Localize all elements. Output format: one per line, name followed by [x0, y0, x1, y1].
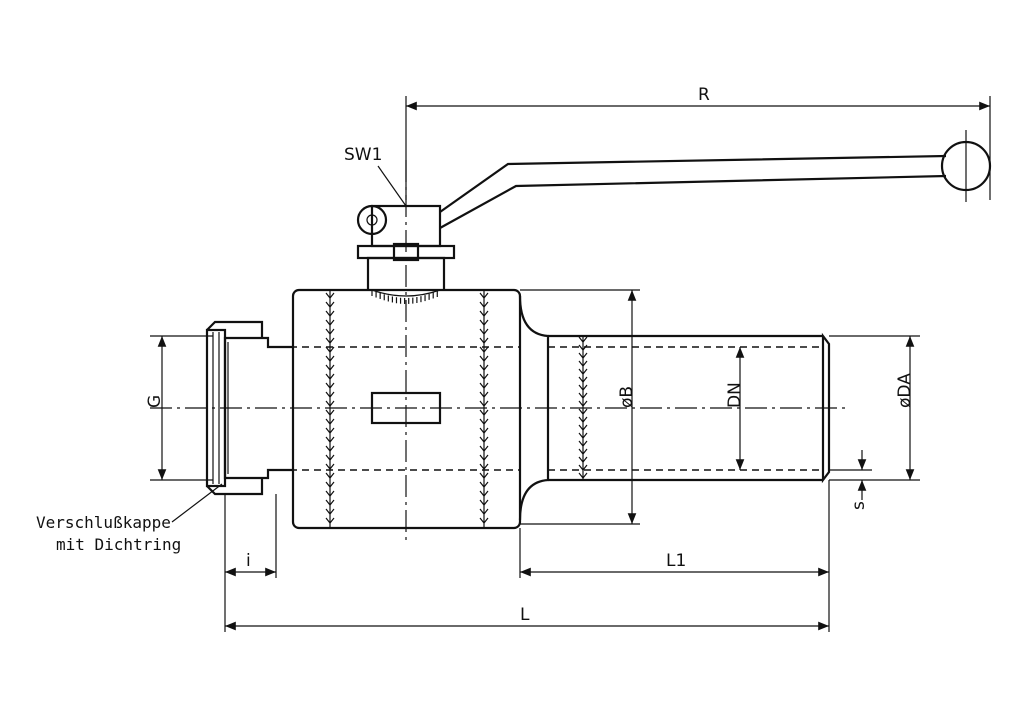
- label-SW1: SW1: [344, 145, 382, 165]
- label-G: G: [145, 395, 165, 408]
- pipe-end: [518, 295, 831, 521]
- note-line-1: Verschlußkappe: [36, 513, 171, 532]
- label-DN: DN: [725, 382, 745, 408]
- label-DA: øDA: [895, 373, 915, 408]
- sw1-leader: [377, 165, 407, 207]
- dim-s: [829, 450, 872, 500]
- dim-L1: [519, 480, 830, 632]
- dim-i: [224, 494, 277, 632]
- label-R: R: [698, 85, 710, 105]
- label-i: i: [246, 551, 251, 571]
- valve-body: [290, 288, 522, 530]
- label-B: øB: [617, 386, 637, 408]
- dim-G: [150, 335, 213, 481]
- label-L: L: [520, 605, 530, 625]
- dim-DA: [829, 335, 920, 481]
- label-s: s: [849, 501, 869, 510]
- closure-cap: [205, 320, 293, 496]
- dim-R: [405, 96, 991, 200]
- handle-lever: [439, 130, 992, 229]
- note-line-2: mit Dichtring: [56, 535, 181, 554]
- dim-B: [520, 289, 640, 525]
- label-L1: L1: [666, 551, 686, 571]
- cap-leader: [171, 483, 223, 523]
